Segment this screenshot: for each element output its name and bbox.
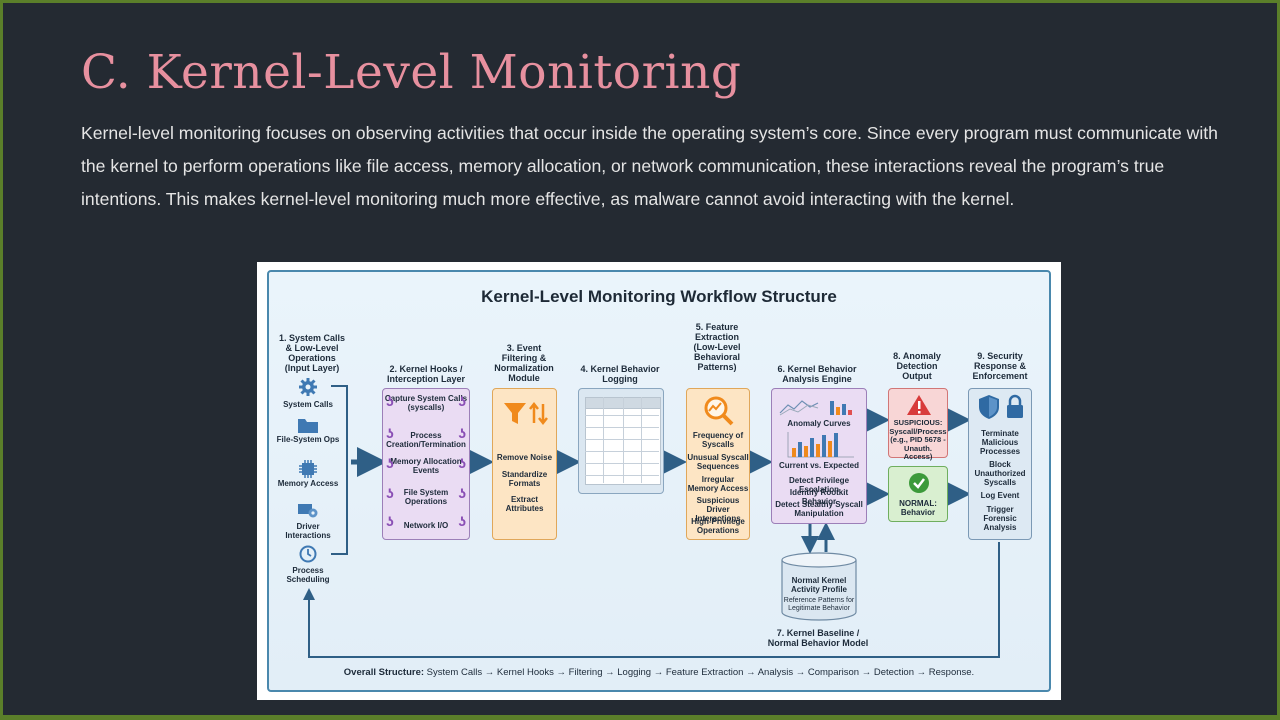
slide-body-text: Kernel-level monitoring focuses on obser… (81, 123, 1218, 209)
response-item-log: Log Event (980, 491, 1020, 500)
stage1-item-memory: Memory Access (277, 479, 339, 488)
normal-output-text: NORMAL: Behavior (899, 499, 937, 517)
feature-item-memory: Irregular Memory Access (687, 475, 749, 493)
filter-item-standardize: Standardize Formats (501, 470, 548, 488)
baseline-db-sub: Reference Patterns for Legitimate Behavi… (783, 597, 855, 612)
analysis-box: Anomaly Curves Current vs. Expected Dete… (771, 388, 867, 524)
feature-item-frequency: Frequency of Syscalls (692, 431, 744, 449)
logging-table (578, 388, 664, 494)
hook-icon: ʖ (458, 455, 466, 471)
filter-box: Remove Noise Standardize Formats Extract… (492, 388, 557, 540)
feature-box: Frequency of Syscalls Unusual Syscall Se… (686, 388, 750, 540)
stage1-label: 1. System Calls & Low-Level Operations (… (278, 333, 346, 373)
checkmark-icon (909, 473, 929, 493)
warning-icon (907, 395, 931, 415)
clock-icon (299, 545, 317, 563)
response-item-terminate: Terminate Malicious Processes (979, 429, 1021, 456)
gear-icon (299, 378, 317, 396)
shield-lock-icon (979, 394, 1023, 419)
suspicious-output-box: SUSPICIOUS: Syscall/Process (e.g., PID 5… (888, 388, 948, 461)
diagram-connectors (303, 385, 1000, 658)
hook-icon: ʖ (386, 393, 394, 409)
hooks-item-process: Process Creation/Termination (386, 431, 466, 449)
funnel-icon (504, 401, 548, 426)
response-item-block: Block Unauthorized Syscalls (974, 460, 1026, 487)
database-icon (781, 552, 857, 621)
hooks-item-filesystem: File System Operations (403, 488, 449, 506)
hooks-item-capture: Capture System Calls (syscalls) (384, 394, 468, 412)
chart-label-current-vs-expected: Current vs. Expected (778, 461, 860, 470)
feature-item-driver: Suspicious Driver Interactions (695, 496, 741, 523)
analysis-item-rootkit: Identify Rootkit Behavior (789, 488, 849, 506)
response-box: Terminate Malicious Processes Block Unau… (968, 388, 1032, 540)
baseline-db-title: Normal Kernel Activity Profile (790, 576, 847, 594)
hook-icon: ʖ (458, 513, 466, 529)
stage5-label: 5. Feature Extraction (Low-Level Behavio… (693, 322, 741, 372)
hook-icon: ʖ (458, 425, 466, 441)
response-item-forensic: Trigger Forensic Analysis (983, 505, 1017, 532)
stage8-label: 8. Anomaly Detection Output (893, 351, 941, 381)
analysis-item-stealthy: Detect Stealthy Syscall Manipulation (775, 500, 863, 518)
filter-item-extract: Extract Attributes (505, 495, 544, 513)
suspicious-output-text: SUSPICIOUS: Syscall/Process (e.g., PID 5… (889, 418, 947, 461)
stage1-item-system-calls: System Calls (283, 400, 333, 409)
stage4-label: 4. Kernel Behavior Logging (580, 364, 660, 384)
overall-structure-summary: Overall Structure: System Calls → Kernel… (269, 667, 1049, 678)
hook-icon: ʖ (386, 513, 394, 529)
stage7-label: 7. Kernel Baseline / Normal Behavior Mod… (767, 628, 869, 648)
hooks-item-network: Network I/O (403, 521, 449, 530)
summary-text: System Calls → Kernel Hooks → Filtering … (426, 667, 975, 678)
feature-item-privilege: High-Privilege Operations (691, 517, 745, 535)
feature-item-sequences: Unusual Syscall Sequences (687, 453, 749, 471)
hook-icon: ʖ (458, 485, 466, 501)
log-grid (585, 397, 661, 485)
summary-label: Overall Structure: (343, 667, 425, 678)
folder-icon (298, 419, 318, 433)
hook-icon: ʖ (386, 425, 394, 441)
current-vs-expected-chart (787, 432, 854, 458)
stage9-label: 9. Security Response & Enforcement (972, 351, 1028, 381)
magnifier-icon (704, 396, 734, 426)
stage1-item-process-scheduling: Process Scheduling (286, 566, 330, 584)
hook-icon: ʖ (386, 455, 394, 471)
driver-icon (298, 504, 318, 518)
hook-icon: ʖ (458, 393, 466, 409)
stage2-label: 2. Kernel Hooks / Interception Layer (386, 364, 466, 384)
workflow-diagram-figure: Kernel-Level Monitoring Workflow Structu… (257, 262, 1061, 700)
slide-title: C. Kernel-Level Monitoring (81, 45, 742, 100)
diagram-title: Kernel-Level Monitoring Workflow Structu… (481, 287, 837, 306)
stage1-bracket (331, 385, 348, 555)
stage1-item-file-system: File-System Ops (276, 435, 340, 444)
anomaly-curves-chart (779, 400, 852, 416)
chip-icon (299, 460, 317, 478)
stage3-label: 3. Event Filtering & Normalization Modul… (494, 343, 554, 383)
chart-label-anomaly-curves: Anomaly Curves (787, 419, 851, 428)
hook-icon: ʖ (386, 485, 394, 501)
filter-item-remove-noise: Remove Noise (496, 453, 553, 462)
stage6-label: 6. Kernel Behavior Analysis Engine (777, 364, 857, 384)
stage1-item-driver: Driver Interactions (285, 522, 331, 540)
analysis-item-privilege: Detect Privilege Escalation (788, 476, 850, 494)
normal-output-box: NORMAL: Behavior (888, 466, 948, 522)
hooks-item-memory: Memory Allocation Events (390, 457, 462, 475)
diagram-frame: Kernel-Level Monitoring Workflow Structu… (267, 270, 1051, 692)
feedback-loop (303, 542, 1000, 658)
hooks-box: Capture System Calls (syscalls) Process … (382, 388, 470, 540)
